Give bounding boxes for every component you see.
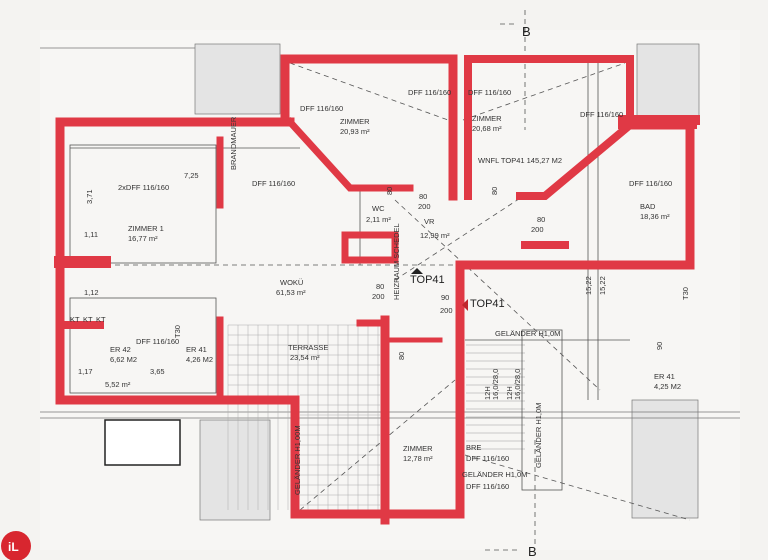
window-label: DFF 116/160: [466, 482, 509, 491]
room-er41-right-area: 4,25 M2: [654, 382, 681, 391]
room-zimmer-b-area: 20,68 m²: [472, 124, 502, 133]
door-height: 200: [440, 306, 453, 315]
roof-top-right: [636, 43, 700, 117]
top41-label: TOP41: [410, 274, 445, 286]
railing-label: GELÄNDER H1,0M: [534, 403, 543, 468]
triangle-left-icon: [462, 299, 468, 311]
brandmauer-label: BRANDMAUER: [229, 116, 238, 170]
window-label: DFF 116/160: [468, 88, 511, 97]
room-bad-name: BAD: [640, 202, 656, 211]
room-wc-area: 2,11 m²: [366, 215, 391, 224]
window-labels: 2xDFF 116/160 DFF 116/160 DFF 116/160 DF…: [118, 88, 672, 491]
dimension: 1,11: [84, 230, 98, 239]
window-label: DFF 116/160: [252, 179, 295, 188]
door-width: 80: [385, 187, 394, 195]
window-label: DFF 116/160: [300, 104, 343, 113]
door-height: 200: [372, 292, 385, 301]
room-vr-name: VR: [424, 217, 435, 226]
room-er41-left-area: 4,26 M2: [186, 355, 213, 364]
room-er42-area: 6,62 M2: [110, 355, 137, 364]
window-label: DFF 116/160: [136, 337, 179, 346]
window-label: 2xDFF 116/160: [118, 183, 169, 192]
stair-rise: 16,0/28,0: [513, 369, 522, 400]
door-height: 200: [418, 202, 431, 211]
room-wc-name: WC: [372, 204, 385, 213]
room-labels: ZIMMER 20,93 m² ZIMMER 20,68 m² WNFL TOP…: [110, 114, 681, 463]
stairs: [466, 344, 525, 450]
railing-label: GELÄNDER H1,00M: [293, 425, 302, 495]
roof-areas: [40, 43, 740, 521]
thin-lines: [69, 60, 630, 491]
room-zimmer-c-area: 12,78 m²: [403, 454, 433, 463]
dimension: 1,17: [78, 367, 93, 376]
door-width: 90: [655, 342, 664, 350]
railing-label: GELÄNDER H1,0M: [495, 329, 560, 338]
room-er42-name: ER 42: [110, 345, 131, 354]
door-width: 80: [397, 352, 406, 360]
door-width: 80: [376, 282, 384, 291]
t30-label: T30: [173, 325, 182, 338]
room-zimmer1-area: 16,77 m²: [128, 234, 158, 243]
room-terrasse-name: TERRASSE: [288, 343, 328, 352]
logo: iL: [1, 531, 31, 560]
window-label: DFF 116/160: [629, 179, 672, 188]
railing-label: GELÄNDER H1,0M: [462, 470, 527, 479]
stair-steps: 12H: [505, 386, 514, 400]
section-marker-bottom: B: [528, 544, 537, 559]
walls: [54, 54, 700, 525]
room-zimmer-b-name: ZIMMER: [472, 114, 502, 123]
dormer-box: [104, 419, 181, 466]
entrance-markers: TOP41 TOP41: [410, 268, 505, 311]
dimension: 7,25: [184, 171, 199, 180]
room-zimmer1-name: ZIMMER 1: [128, 224, 164, 233]
kt-label: KT: [70, 315, 80, 324]
kt-label: KT: [96, 315, 106, 324]
t30-label: T30: [681, 287, 690, 300]
room-terrasse-area: 23,54 m²: [290, 353, 320, 362]
room-bre-name: BRE: [466, 443, 481, 452]
door-width: 80: [419, 192, 427, 201]
room-zimmer-c-name: ZIMMER: [403, 444, 433, 453]
triangle-up-icon: [411, 268, 423, 274]
room-zimmer-a-area: 20,93 m²: [340, 127, 370, 136]
room-woku-name: WOKÜ: [280, 278, 303, 287]
terrace-tiles: [227, 324, 380, 510]
dimension: 5,52 m²: [105, 380, 131, 389]
room-heizraum-name: HEIZRAUM SCHEDEL: [392, 223, 401, 300]
door-width: 80: [537, 215, 545, 224]
stair-steps: 12H: [483, 386, 492, 400]
dimension: 15,22: [598, 276, 607, 295]
room-er41-right-name: ER 41: [654, 372, 675, 381]
logo-text: iL: [8, 540, 19, 554]
door-width: 90: [441, 293, 449, 302]
room-bad-area: 18,36 m²: [640, 212, 670, 221]
dimension-labels: 7,25 3,71 1,11 1,12 1,17 3,65 5,52 m² 15…: [70, 171, 690, 400]
door-height: 200: [531, 225, 544, 234]
wnfl-label: WNFL TOP41 145,27 M2: [478, 156, 562, 165]
dimension: 15,22: [584, 276, 593, 295]
room-er41-left-name: ER 41: [186, 345, 207, 354]
door-labels: 80 200 80 200 80 200 90 200 80 80 80 90: [372, 187, 664, 360]
dimension: 3,71: [85, 189, 94, 204]
room-woku-area: 61,53 m²: [276, 288, 306, 297]
room-vr-area: 12,99 m²: [420, 231, 450, 240]
door-width: 80: [490, 187, 499, 195]
stair-rise: 16,0/28,0: [491, 369, 500, 400]
window-label: DFF 116/160: [466, 454, 509, 463]
dimension: 1,12: [84, 288, 99, 297]
kt-label: KT: [83, 315, 93, 324]
roof-bottom-right: [631, 399, 699, 519]
room-zimmer-a-name: ZIMMER: [340, 117, 370, 126]
window-label: DFF 116/160: [408, 88, 451, 97]
window-label: DFF 116/160: [580, 110, 623, 119]
roof-bottom-left: [199, 419, 271, 521]
railing-labels: GELÄNDER H1,0M GELÄNDER H1,00M GELÄNDER …: [293, 329, 560, 495]
dimension: 3,65: [150, 367, 165, 376]
roof-ridge-lines: [70, 10, 691, 545]
roof-top-left: [194, 43, 281, 115]
section-marker-top: B: [522, 24, 531, 39]
top41-label: TOP41: [470, 298, 505, 310]
